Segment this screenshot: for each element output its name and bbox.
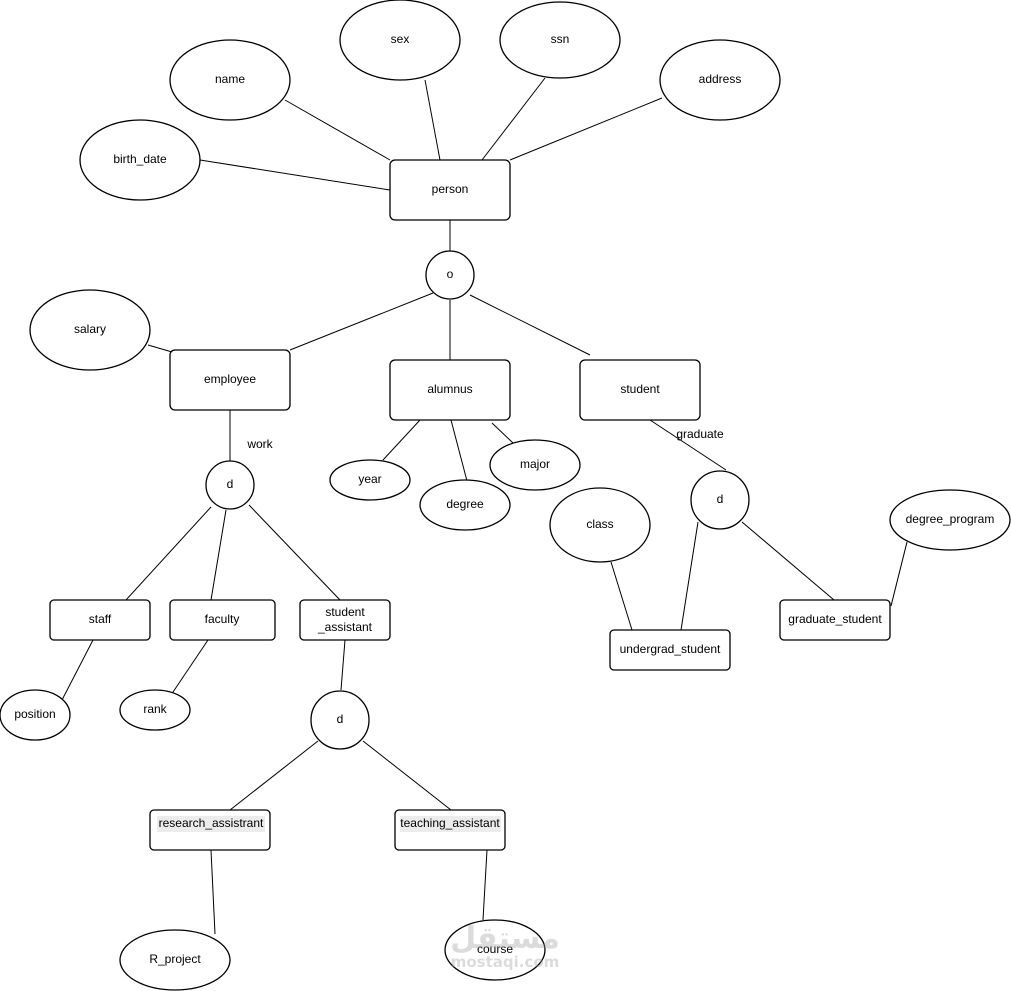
- specialization-assistant-disjoint-label: d: [337, 712, 344, 726]
- attribute-course-label: course: [477, 942, 513, 956]
- connectors: [61, 77, 908, 935]
- edge-ssn-person: [481, 77, 546, 161]
- edge-staff-position: [61, 639, 94, 701]
- attribute-ssn[interactable]: [499, 1, 621, 79]
- attribute-rank[interactable]: [119, 689, 191, 731]
- attribute-course[interactable]: [444, 919, 546, 981]
- edge-disjoint-research: [229, 740, 319, 811]
- edge-research-rproject: [210, 849, 216, 935]
- attribute-salary-label: salary: [74, 322, 106, 336]
- edge-disjoint-teaching: [362, 740, 452, 811]
- attribute-address[interactable]: [659, 39, 781, 121]
- edge-sex-person: [424, 79, 441, 161]
- entity-student-assistant-label-line1: student: [325, 605, 365, 619]
- watermark-latin: mostaqi.com: [451, 953, 560, 971]
- edge-disjoint-undergrad: [680, 521, 699, 631]
- attribute-ssn-label: ssn: [551, 32, 570, 46]
- edge-overlap-student: [469, 294, 591, 356]
- edge-student-assistant-disjoint: [340, 639, 346, 691]
- watermark: مستقل mostaqi.com: [450, 921, 560, 971]
- entity-staff-label: staff: [89, 612, 112, 626]
- attribute-year[interactable]: [329, 459, 411, 501]
- labels: person employee alumnus student staff fa…: [14, 32, 994, 966]
- specialization-circles: [205, 250, 750, 750]
- edge-label-work: work: [246, 437, 273, 451]
- entity-employee-label: employee: [204, 372, 256, 386]
- specialization-assistant-disjoint[interactable]: [310, 690, 370, 750]
- entity-graduate-student[interactable]: [779, 599, 891, 641]
- watermark-arabic: مستقل: [450, 921, 560, 956]
- specialization-employee-disjoint[interactable]: [205, 460, 255, 510]
- teaching-assistant-label-highlight: [400, 816, 501, 832]
- edge-disjoint-staff: [125, 506, 212, 601]
- edge-alumnus-year: [382, 419, 421, 461]
- attribute-position-label: position: [14, 707, 55, 721]
- edge-birthdate-person: [199, 159, 391, 191]
- attribute-degree-program-label: degree_program: [906, 512, 995, 526]
- attribute-name[interactable]: [169, 39, 291, 121]
- entity-faculty[interactable]: [169, 599, 276, 641]
- attribute-degree-program[interactable]: [889, 489, 1011, 551]
- attribute-rank-label: rank: [143, 702, 167, 716]
- edge-label-graduate: graduate: [676, 427, 724, 441]
- attribute-address-label: address: [699, 72, 742, 86]
- edge-alumnus-degree: [450, 419, 468, 482]
- edge-faculty-rank: [170, 639, 209, 696]
- edge-overlap-employee: [289, 292, 434, 351]
- attribute-sex[interactable]: [339, 0, 461, 81]
- specialization-employee-disjoint-label: d: [227, 477, 234, 491]
- entity-undergrad-student[interactable]: [609, 629, 731, 671]
- attribute-degree-label: degree: [446, 497, 484, 511]
- edge-name-person: [284, 99, 391, 161]
- edge-class-undergrad: [610, 561, 633, 631]
- entity-undergrad-student-label: undergrad_student: [620, 642, 721, 656]
- edge-student-disjoint: [649, 419, 727, 471]
- entity-student-assistant-label-line2: _assistant: [317, 620, 373, 634]
- edge-address-person: [509, 97, 663, 161]
- attribute-sex-label: sex: [391, 32, 410, 46]
- entity-person[interactable]: [389, 159, 511, 221]
- attribute-degree[interactable]: [419, 479, 511, 531]
- specialization-person-overlap[interactable]: [425, 250, 475, 300]
- attribute-major-label: major: [520, 457, 550, 471]
- edge-teaching-course: [482, 849, 488, 921]
- attribute-r-project-label: R_project: [149, 952, 201, 966]
- attribute-birth-date[interactable]: [79, 119, 201, 201]
- entity-student-assistant[interactable]: [299, 599, 391, 641]
- entity-teaching-assistant-label: teaching_assistant: [400, 816, 500, 830]
- specialization-person-overlap-label: o: [447, 267, 454, 281]
- entity-employee[interactable]: [169, 349, 291, 411]
- entity-graduate-student-label: graduate_student: [788, 612, 882, 626]
- attribute-class-label: class: [586, 517, 613, 531]
- entity-student[interactable]: [579, 359, 701, 421]
- entity-person-label: person: [432, 182, 469, 196]
- edge-disjoint-student-assistant: [248, 504, 341, 601]
- entity-student-label: student: [620, 382, 660, 396]
- entity-alumnus-label: alumnus: [427, 382, 472, 396]
- edge-disjoint-graduate: [741, 521, 835, 601]
- attribute-position[interactable]: [0, 689, 71, 741]
- attribute-year-label: year: [358, 472, 381, 486]
- entity-staff[interactable]: [49, 599, 151, 641]
- specialization-student-disjoint[interactable]: [690, 470, 750, 530]
- edge-salary-employee: [147, 344, 173, 353]
- research-assistant-label-highlight: [157, 816, 265, 832]
- edge-degreeprogram-graduate: [890, 541, 908, 607]
- specialization-student-disjoint-label: d: [717, 492, 724, 506]
- attribute-major[interactable]: [489, 439, 581, 491]
- edge-disjoint-faculty: [210, 509, 227, 601]
- attribute-birth-date-label: birth_date: [113, 152, 167, 166]
- edge-alumnus-major: [491, 422, 514, 444]
- attribute-r-project[interactable]: [119, 929, 231, 991]
- entity-faculty-label: faculty: [205, 612, 240, 626]
- attribute-name-label: name: [215, 72, 245, 86]
- entity-research-assistant-label: research_assistrant: [159, 816, 264, 830]
- attribute-salary[interactable]: [29, 289, 151, 371]
- attribute-class[interactable]: [549, 487, 651, 563]
- entity-alumnus[interactable]: [389, 359, 511, 421]
